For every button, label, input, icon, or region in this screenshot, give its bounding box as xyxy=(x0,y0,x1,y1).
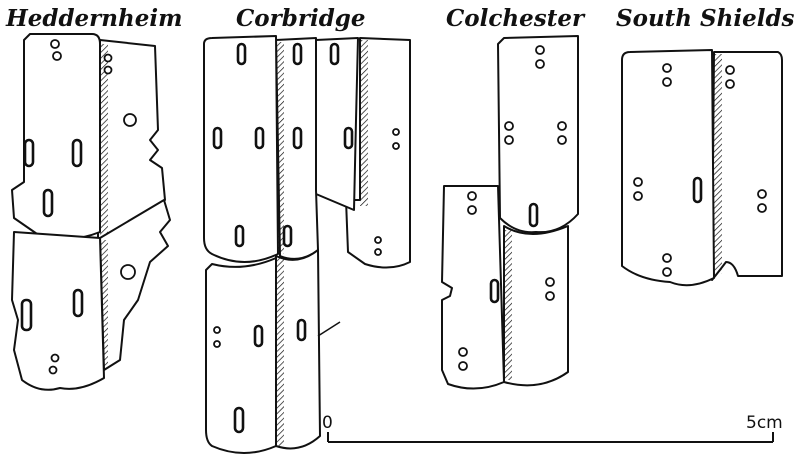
strap-slot xyxy=(42,188,54,218)
rivet-hole xyxy=(535,45,545,55)
strap-slot xyxy=(234,224,245,248)
strap-slot xyxy=(20,298,33,332)
south-shields-plate-left xyxy=(621,49,715,287)
rivet-hole xyxy=(662,267,672,277)
rivet-hole xyxy=(213,340,221,348)
strap-slot xyxy=(72,288,84,318)
strap-slot xyxy=(292,42,303,66)
scale-start-label: 0 xyxy=(322,413,333,433)
rivet-hole xyxy=(633,191,643,201)
south-shields-plates xyxy=(621,49,783,287)
label-colchester: Colchester xyxy=(446,5,586,32)
strap-slot xyxy=(212,126,223,150)
strap-slot xyxy=(282,224,293,248)
corbridge-plates xyxy=(203,35,411,454)
rivet-hole xyxy=(557,135,567,145)
corbridge-plate-left-lower xyxy=(205,257,277,454)
colchester-plate-right-lower xyxy=(503,225,569,387)
strap-slot xyxy=(253,324,264,348)
scale-bar: 0 5cm xyxy=(322,413,783,443)
rivet-hole xyxy=(50,353,60,363)
corbridge-plate-left-top xyxy=(203,35,279,263)
rivet-hole xyxy=(545,277,555,287)
strap-slot xyxy=(296,318,307,342)
rivet-hole xyxy=(545,291,555,301)
rivet-hole xyxy=(662,253,672,263)
rivet-hole xyxy=(392,128,400,136)
strap-slot xyxy=(343,126,354,150)
rivet-hole xyxy=(50,39,60,49)
rivet-hole xyxy=(120,264,136,280)
rivet-hole xyxy=(467,205,477,215)
colchester-plates xyxy=(441,35,579,390)
label-south-shields: South Shields xyxy=(616,5,795,32)
heddernheim-plate-left-upper xyxy=(11,33,101,241)
label-corbridge: Corbridge xyxy=(236,5,366,32)
strap-slot xyxy=(692,176,703,204)
rivet-hole xyxy=(725,65,735,75)
rivet-hole xyxy=(662,63,672,73)
scale-end-label: 5cm xyxy=(746,413,783,433)
strap-slot xyxy=(528,202,539,228)
rivet-hole xyxy=(504,121,514,131)
rivet-hole xyxy=(52,51,62,61)
rivet-hole xyxy=(557,121,567,131)
heddernheim-plates xyxy=(11,33,171,391)
colchester-plate-left-lower xyxy=(441,185,505,390)
strap-slot xyxy=(489,278,500,304)
strap-slot xyxy=(23,138,35,168)
rivet-hole xyxy=(374,236,382,244)
rivet-hole xyxy=(123,113,137,127)
south-shields-plate-right xyxy=(711,51,783,281)
rivet-hole xyxy=(103,53,113,63)
rivet-hole xyxy=(504,135,514,145)
rivet-hole xyxy=(103,65,113,75)
rivet-hole xyxy=(458,347,468,357)
heddernheim-plate-left-lower xyxy=(11,231,105,391)
strap-slot xyxy=(292,126,303,150)
rivet-hole xyxy=(392,142,400,150)
strap-slot xyxy=(236,42,247,66)
strap-slot xyxy=(254,126,265,150)
strap-slot xyxy=(71,138,83,168)
rivet-hole xyxy=(458,361,468,371)
strap-slot xyxy=(233,406,245,434)
rivet-hole xyxy=(757,203,767,213)
heddernheim-plate-right-lower xyxy=(99,199,171,371)
rivet-hole xyxy=(725,79,735,89)
rivet-hole xyxy=(467,191,477,201)
strap-slot xyxy=(329,42,340,66)
rivet-hole xyxy=(633,177,643,187)
rivet-hole xyxy=(48,365,58,375)
rivet-hole xyxy=(757,189,767,199)
corbridge-plate-right-lower xyxy=(275,249,321,450)
rivet-hole xyxy=(662,77,672,87)
rivet-hole xyxy=(374,248,382,256)
label-heddernheim: Heddernheim xyxy=(5,5,182,32)
colchester-plate-top xyxy=(497,35,579,234)
rivet-hole xyxy=(535,59,545,69)
rivet-hole xyxy=(213,326,221,334)
